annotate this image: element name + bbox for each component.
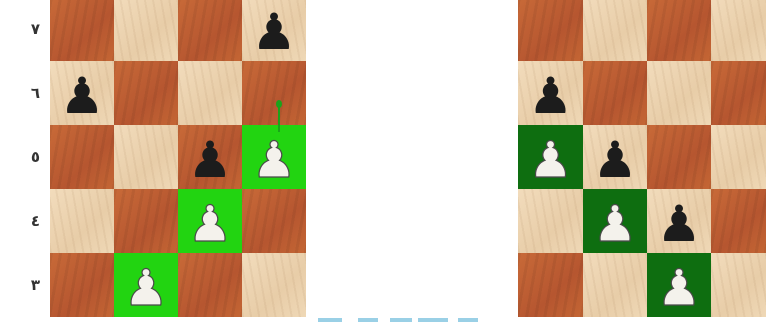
board-square[interactable]: [178, 0, 242, 61]
board-square[interactable]: ♟: [647, 189, 711, 253]
board-square[interactable]: ♟: [114, 253, 178, 317]
board-square[interactable]: [178, 61, 242, 125]
board-square[interactable]: [242, 189, 306, 253]
board-square[interactable]: [242, 61, 306, 125]
board-square[interactable]: [711, 253, 766, 317]
board-square[interactable]: [50, 125, 114, 189]
board-square[interactable]: [583, 61, 647, 125]
board-square[interactable]: [50, 189, 114, 253]
board-square[interactable]: [50, 253, 114, 317]
board-square[interactable]: [647, 0, 711, 61]
board-square[interactable]: [647, 125, 711, 189]
rank-label-7: ٧: [0, 0, 50, 61]
board-square[interactable]: [647, 61, 711, 125]
board-square[interactable]: [711, 189, 766, 253]
board-square[interactable]: ♟: [50, 61, 114, 125]
chess-board-after: ♟ ♟ ♟ ♟ ♟ ♟: [518, 0, 766, 317]
board-square[interactable]: [711, 61, 766, 125]
board-square[interactable]: [114, 0, 178, 61]
black-pawn-icon[interactable]: ♟: [60, 71, 105, 121]
board-square[interactable]: ♟: [178, 125, 242, 189]
board-square[interactable]: [583, 0, 647, 61]
black-pawn-icon[interactable]: ♟: [528, 71, 573, 121]
board-square[interactable]: ♟: [583, 125, 647, 189]
black-pawn-icon[interactable]: ♟: [188, 135, 233, 185]
rank-labels: ٧ ٦ ٥ ٤ ٣: [0, 0, 50, 317]
board-square[interactable]: [50, 0, 114, 61]
board-square[interactable]: [114, 61, 178, 125]
chess-board-before: ♟ ♟ ♟ ♟ ♟ ♟: [50, 0, 306, 317]
board-square[interactable]: [518, 189, 583, 253]
white-pawn-icon[interactable]: ♟: [657, 263, 702, 313]
board-square[interactable]: [518, 0, 583, 61]
board-square[interactable]: [711, 0, 766, 61]
white-pawn-icon[interactable]: ♟: [252, 135, 297, 185]
white-pawn-icon[interactable]: ♟: [593, 199, 638, 249]
board-square[interactable]: ♟: [518, 61, 583, 125]
board-square[interactable]: ♟: [178, 189, 242, 253]
board-square[interactable]: ♟: [518, 125, 583, 189]
bottom-scrollbar-strip: [318, 317, 488, 322]
white-pawn-icon[interactable]: ♟: [528, 135, 573, 185]
board-square[interactable]: [178, 253, 242, 317]
board-square[interactable]: [114, 125, 178, 189]
move-arrow-icon: [275, 98, 283, 134]
board-square[interactable]: [583, 253, 647, 317]
board-square[interactable]: ♟: [242, 125, 306, 189]
black-pawn-icon[interactable]: ♟: [593, 135, 638, 185]
rank-label-5: ٥: [0, 125, 50, 189]
board-square[interactable]: [518, 253, 583, 317]
board-square[interactable]: ♟: [583, 189, 647, 253]
white-pawn-icon[interactable]: ♟: [124, 263, 169, 313]
black-pawn-icon[interactable]: ♟: [657, 199, 702, 249]
board-square[interactable]: [114, 189, 178, 253]
rank-label-3: ٣: [0, 253, 50, 317]
rank-label-4: ٤: [0, 189, 50, 253]
rank-label-6: ٦: [0, 61, 50, 125]
black-pawn-icon[interactable]: ♟: [252, 7, 297, 57]
board-square[interactable]: [242, 253, 306, 317]
board-square[interactable]: [711, 125, 766, 189]
board-square[interactable]: ♟: [242, 0, 306, 61]
board-square[interactable]: ♟: [647, 253, 711, 317]
white-pawn-icon[interactable]: ♟: [188, 199, 233, 249]
